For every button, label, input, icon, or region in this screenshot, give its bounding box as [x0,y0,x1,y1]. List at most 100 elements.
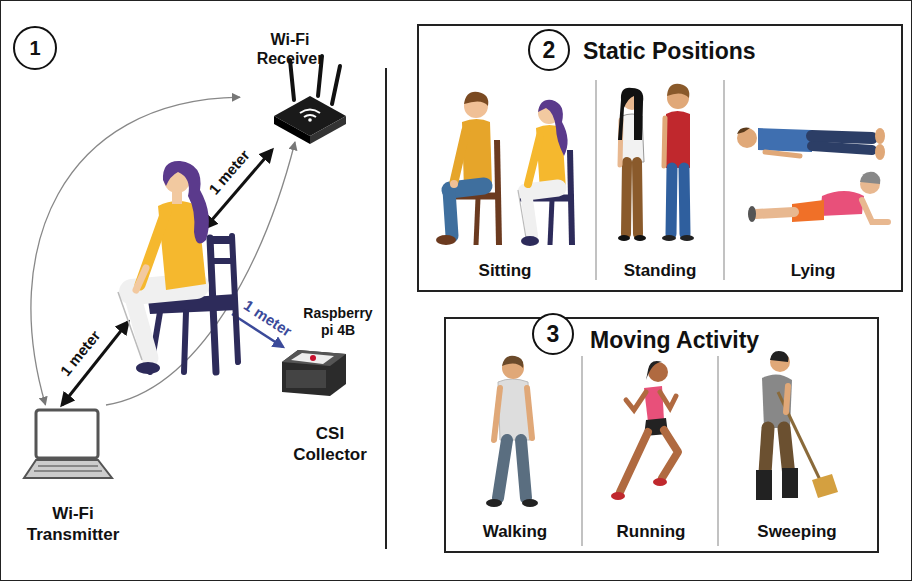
lying-back-figure-part [812,136,872,138]
lying-back-figure-part [875,128,885,144]
standing-man-figure-part [684,168,685,234]
standing-man-figure-part [666,111,690,168]
walking-figure [486,356,538,507]
walking-figure-part [494,388,500,440]
running-figure-part [653,478,667,486]
lying-back-figure-part [737,128,757,148]
standing-woman-figure-part [618,88,643,140]
panel-title: Static Positions [583,38,756,65]
standing-man-figure [662,84,694,241]
illustration-part [595,80,596,280]
router-icon-part [308,118,312,122]
standing-woman-figure-part [634,235,646,241]
callout-number: 1 [13,26,57,70]
router-icon-part [300,110,320,114]
node-label: Walking [483,522,548,542]
node-label: Wi-Fi Receiver [240,30,340,68]
laptop-icon-part [34,470,102,472]
running-figure-part [626,392,646,410]
laptop-icon-part [36,410,98,458]
callout-number: 3 [532,313,574,355]
walking-figure-part [486,499,502,507]
sitting-woman-figure-part [526,192,532,236]
lying-back-figure-part [758,128,812,152]
lying-prone-figure-part [862,200,888,222]
sweeping-figure-part [762,374,792,428]
standing-man-figure-part [667,84,689,98]
seated-woman-figure-part [208,258,234,264]
sweeping-figure-part [782,468,798,498]
raspberry-pi-icon-part [310,355,316,361]
node-label: Sitting [479,261,532,281]
sitting-woman-figure [518,100,574,246]
sitting-woman-figure-part [528,136,540,184]
signal-path [106,142,295,405]
walking-figure-part [527,388,532,438]
standing-woman-figure-part [626,162,627,234]
lying-prone-figure [748,172,888,222]
lying-prone-figure-part [748,206,756,222]
raspberry-pi-icon-part [282,350,346,396]
sweeping-figure-part [812,474,838,498]
node-label: CSI Collector [280,424,380,465]
lying-prone-figure-part [860,172,880,184]
walking-figure-part [522,499,538,507]
laptop-icon-part [24,460,112,478]
activity-item: Sitting [430,256,580,286]
sitting-man-figure [436,92,500,245]
activity-item: Running [586,518,716,546]
walking-figure-part [498,440,507,498]
raspberry-pi-icon-part [291,353,334,364]
running-figure-part [646,361,662,380]
sitting-woman-figure-part [518,190,526,238]
standing-man-figure-part [664,118,665,166]
node-label: Raspberry pi 4B [296,305,380,339]
signal-path [31,97,240,405]
router-icon [274,56,346,144]
distance-label: 1 meter [57,327,104,379]
raspberry-pi-icon-part [282,350,346,366]
seated-woman-figure-part [118,292,142,360]
sweeping-figure-part [770,351,789,362]
walking-figure-part [521,440,526,498]
sitting-man-figure-part [450,180,458,188]
lying-back-figure-part [737,128,750,134]
laptop-icon-part [38,465,98,467]
node-label: Standing [624,261,697,281]
sitting-woman-figure-part [538,100,568,156]
running-figure [611,361,678,500]
sitting-woman-figure-part [521,236,539,246]
sitting-man-figure-part [436,235,456,245]
running-figure-part [660,392,676,408]
router-icon-part [304,115,316,117]
sitting-woman-figure-part [550,200,552,245]
sweeping-figure-part [770,352,790,372]
panel-title: Moving Activity [590,327,759,354]
standing-man-figure-part [680,235,694,241]
raspberry-pi-icon-part [286,370,326,388]
lying-back-figure-part [812,146,872,150]
router-icon-part [310,116,346,144]
callout-number: 2 [528,29,570,71]
seated-woman-figure-part [136,362,160,374]
node-label: Wi-Fi Transmitter [18,504,128,545]
node-label: Sweeping [757,522,836,542]
router-icon-part [274,116,310,144]
router-icon-part [274,96,346,136]
seated-woman-figure-part [208,236,234,244]
activity-item: Standing [600,256,720,286]
sweeping-figure-part [756,470,772,500]
raspberry-pi-icon [282,350,346,396]
illustration-part [723,80,724,280]
walking-figure-part [502,356,523,368]
illustration-part [581,356,582,546]
running-figure-part [662,430,678,478]
node-label: Lying [791,261,836,281]
seated-woman-figure-part [163,161,209,244]
receiver-node: Wi-Fi Receiver [240,30,340,142]
group-panel: Moving Activity3WalkingRunningSweeping [444,317,879,553]
sitting-man-figure-part [464,92,488,106]
lying-prone-figure-part [756,212,794,214]
transmitter-node: Wi-Fi Transmitter [18,405,128,545]
